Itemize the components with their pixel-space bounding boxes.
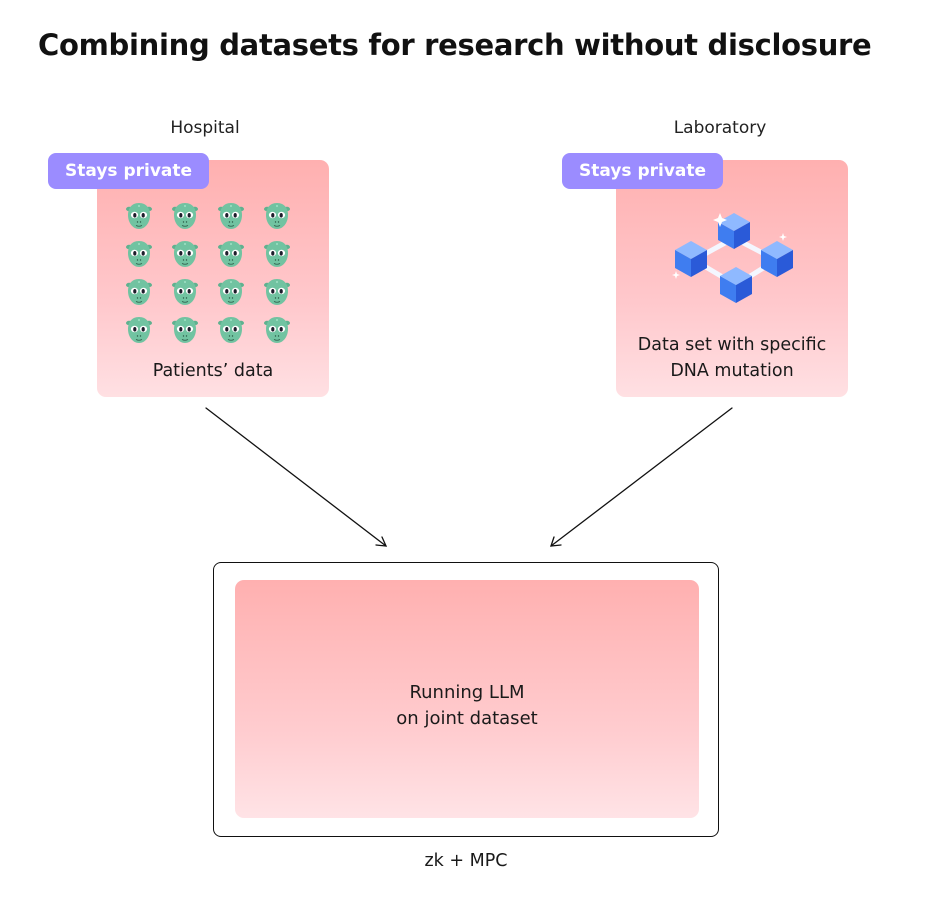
cube-network-icon	[672, 213, 793, 303]
joint-dataset-card: Running LLM on joint dataset	[235, 580, 699, 818]
secure-compute-container	[213, 562, 719, 837]
alien-face-icon	[169, 238, 201, 270]
laboratory-caption-line2: DNA mutation	[670, 361, 794, 381]
alien-face-icon	[215, 238, 247, 270]
laboratory-to-compute-arrow	[550, 407, 733, 547]
compute-description: Running LLM on joint dataset	[235, 680, 699, 732]
alien-face-icon	[169, 276, 201, 308]
alien-face-icon	[123, 238, 155, 270]
hospital-card: Patients’ data	[97, 160, 329, 397]
compute-line1: Running LLM	[409, 682, 525, 703]
patient-icon-grid	[123, 200, 293, 346]
alien-face-icon	[215, 314, 247, 346]
laboratory-label: Laboratory	[673, 118, 767, 138]
laboratory-privacy-badge: Stays private	[562, 153, 724, 189]
protocol-label: zk + MPC	[424, 851, 508, 871]
alien-face-icon	[261, 314, 293, 346]
alien-face-icon	[261, 200, 293, 232]
hospital-label: Hospital	[170, 118, 240, 138]
laboratory-card: Data set with specific DNA mutation	[616, 160, 848, 397]
alien-face-icon	[123, 276, 155, 308]
alien-face-icon	[261, 238, 293, 270]
alien-face-icon	[123, 314, 155, 346]
hospital-to-compute-arrow	[205, 407, 387, 547]
alien-face-icon	[261, 276, 293, 308]
alien-face-icon	[215, 200, 247, 232]
page-title: Combining datasets for research without …	[38, 28, 872, 62]
alien-face-icon	[215, 276, 247, 308]
alien-face-icon	[123, 200, 155, 232]
compute-line2: on joint dataset	[396, 708, 538, 729]
alien-face-icon	[169, 200, 201, 232]
laboratory-caption: Data set with specific DNA mutation	[616, 332, 848, 384]
alien-face-icon	[169, 314, 201, 346]
hospital-privacy-badge: Stays private	[48, 153, 210, 189]
hospital-caption: Patients’ data	[152, 361, 274, 381]
laboratory-caption-line1: Data set with specific	[637, 335, 827, 355]
